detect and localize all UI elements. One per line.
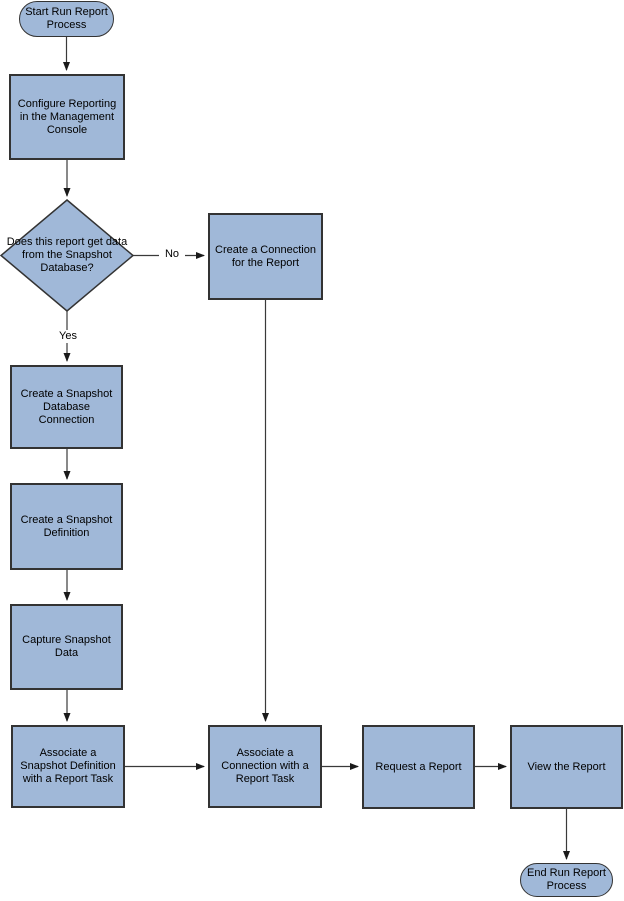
node-create-snapshot-db-connection: Create a Snapshot Database Connection [10,365,123,449]
node-view-report-label: View the Report [527,760,606,773]
node-capture-snapshot-data-label: Capture Snapshot Data [22,634,111,659]
node-create-snapshot-definition-label: Create a Snapshot Definition [20,513,113,539]
node-create-snapshot-db-connection-label: Create a Snapshot Database Connection [20,387,113,426]
node-associate-snapshot-definition: Associate a Snapshot Definition with a R… [11,725,125,808]
node-associate-snapshot-definition-label: Associate a Snapshot Definition with a R… [20,747,116,785]
node-end-terminator: End Run Report Process [520,863,613,897]
node-associate-connection: Associate a Connection with a Report Tas… [208,725,322,808]
node-request-report-label: Request a Report [375,760,462,773]
node-create-connection-label: Create a Connection for the Report [215,243,316,269]
node-configure-reporting: Configure Reporting in the Management Co… [9,74,125,160]
node-capture-snapshot-data: Capture Snapshot Data [10,604,123,690]
edge-label-yes: Yes [53,330,83,343]
node-end-label: End Run Report Process [527,867,606,892]
node-create-snapshot-definition: Create a Snapshot Definition [10,483,123,570]
node-configure-reporting-label: Configure Reporting in the Management Co… [17,97,117,136]
node-start-terminator: Start Run Report Process [19,1,114,37]
node-decision-label: Does this report get data from the Snaps… [6,236,128,274]
edge-label-no: No [159,248,185,261]
node-view-report: View the Report [510,725,623,809]
node-start-label: Start Run Report Process [25,6,108,31]
node-request-report: Request a Report [362,725,475,809]
node-associate-connection-label: Associate a Connection with a Report Tas… [221,747,309,785]
decision-diamond-shape [0,199,135,312]
node-create-connection: Create a Connection for the Report [208,213,323,300]
